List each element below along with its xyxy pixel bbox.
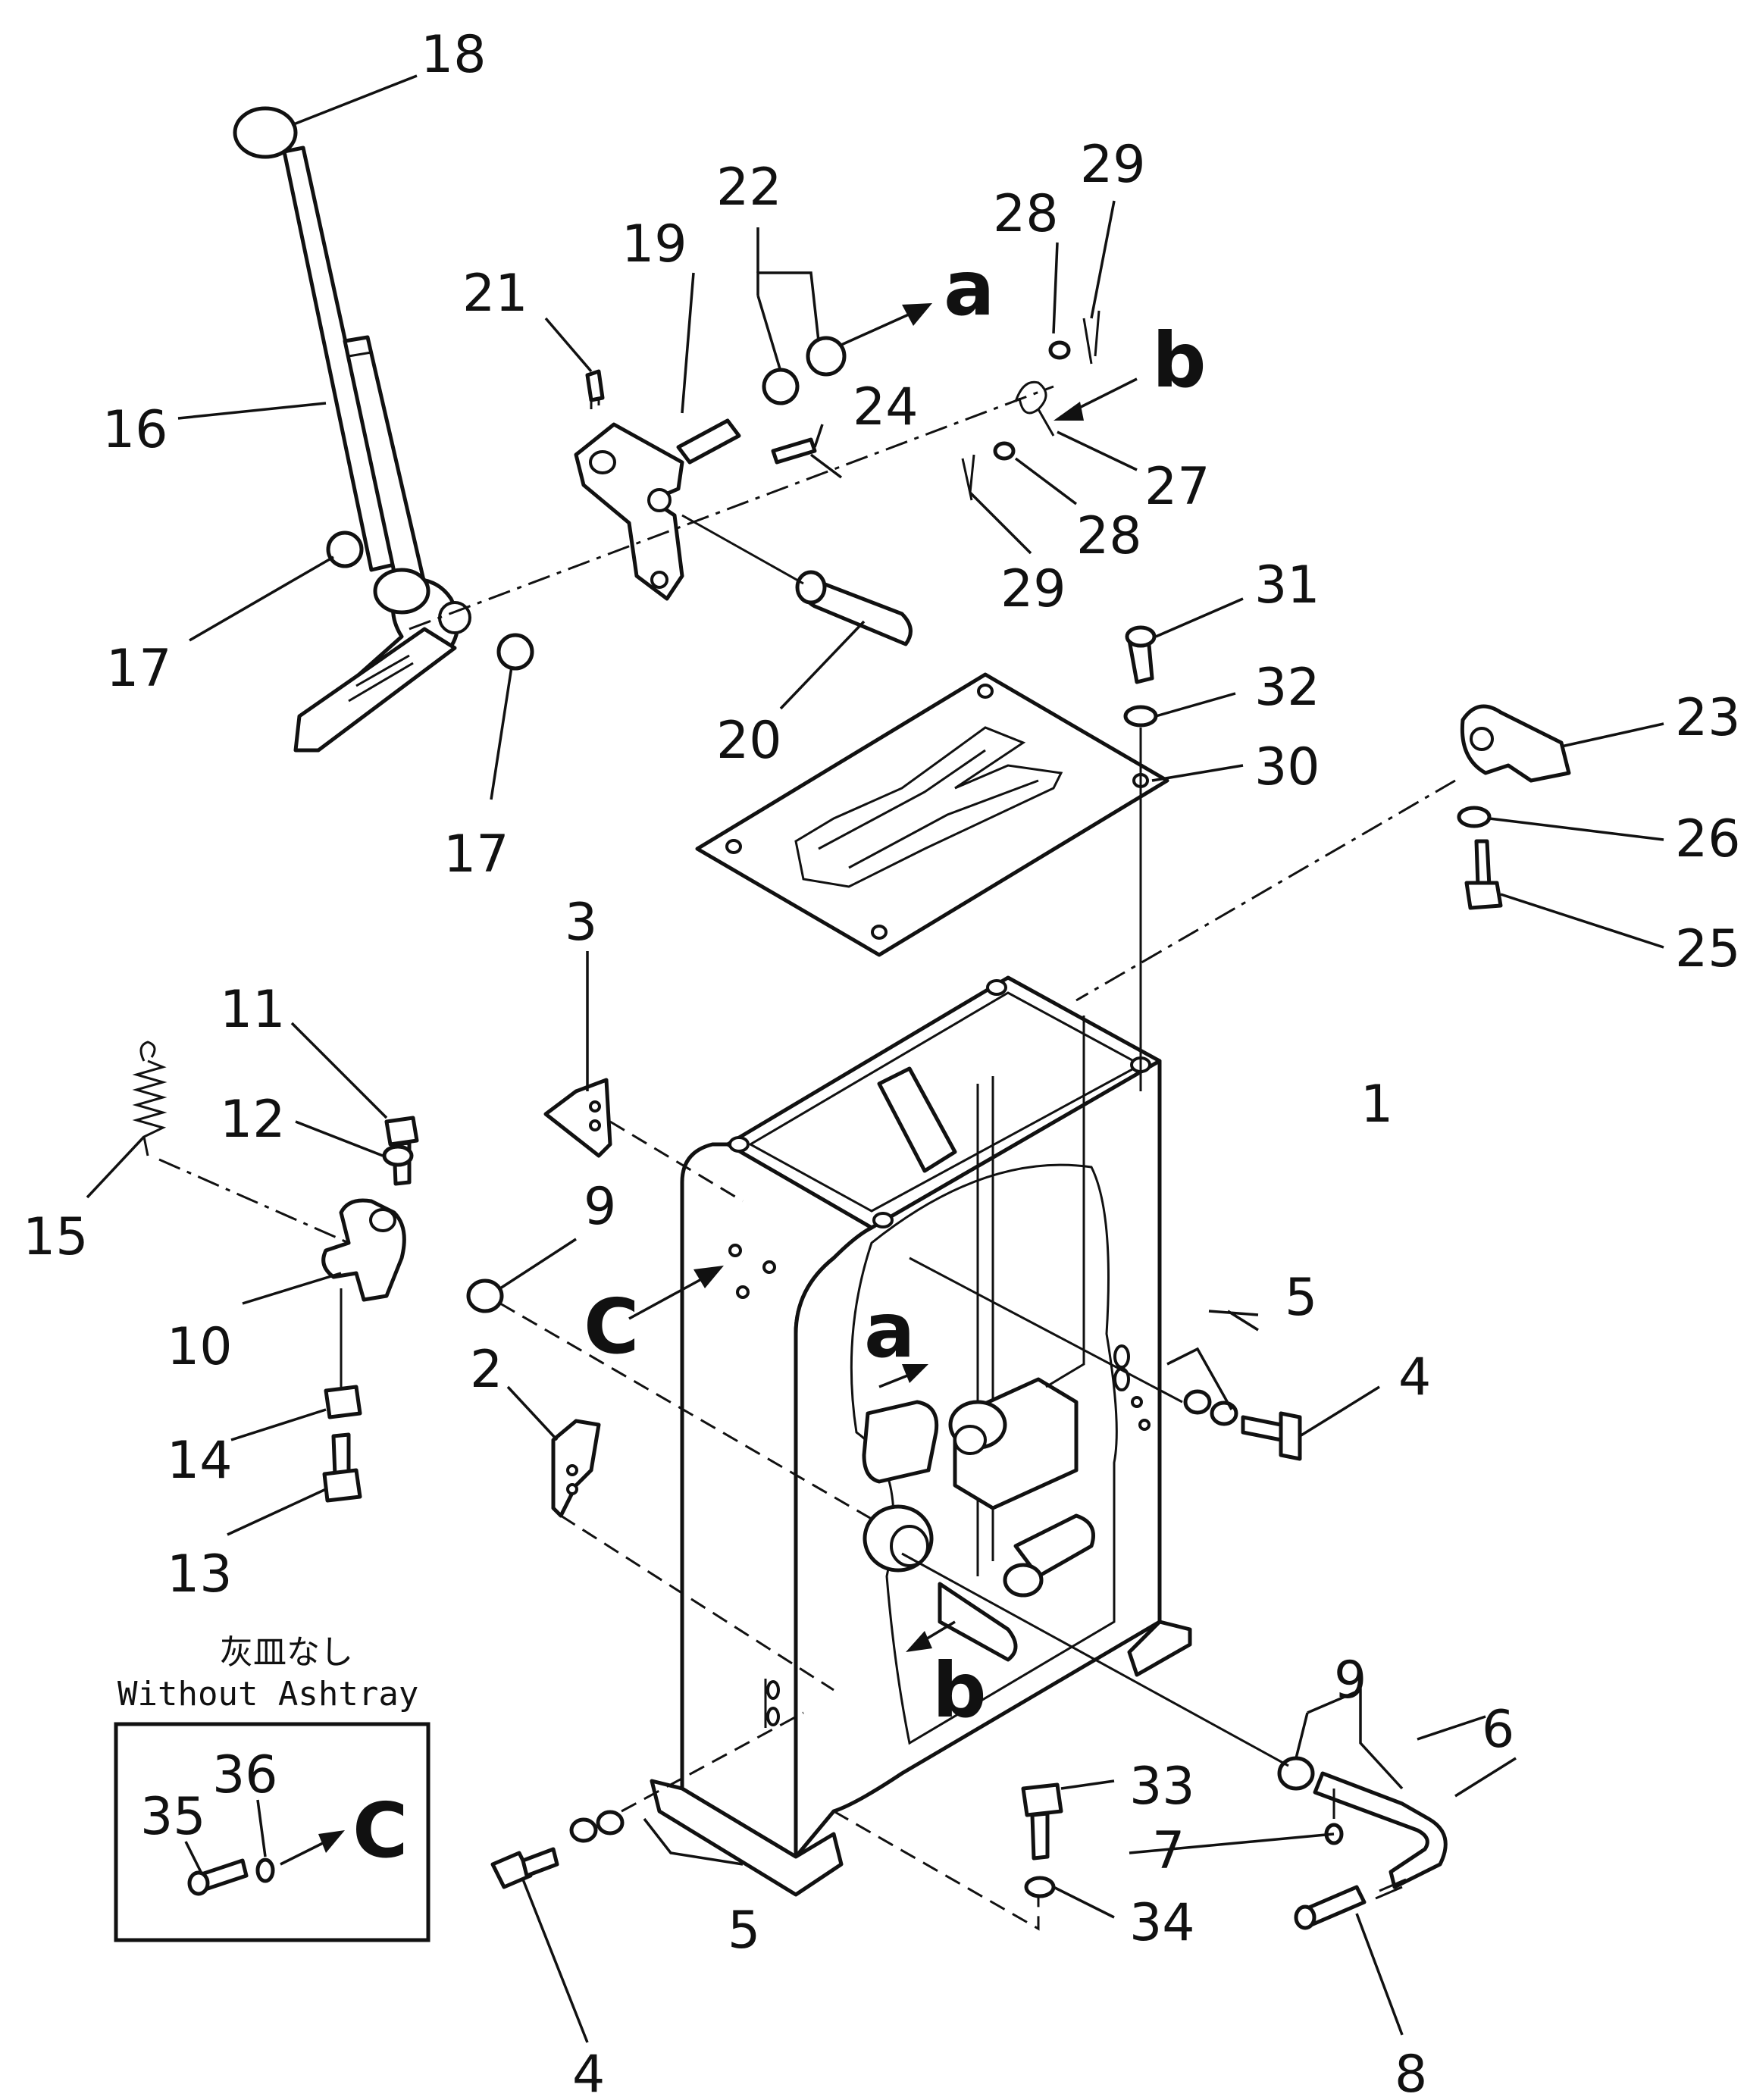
bolt-11 — [384, 1116, 419, 1147]
callout-14: 14 — [167, 1431, 233, 1491]
bolt-25 — [1474, 839, 1492, 889]
callout-25: 25 — [1675, 919, 1741, 979]
callout-10: 10 — [167, 1317, 233, 1377]
gate-plate — [695, 672, 1169, 957]
callout-20: 20 — [716, 711, 782, 771]
view-label-b-top: b — [1152, 316, 1207, 405]
alignment-lines — [158, 385, 1456, 1931]
cotter-29a — [1082, 310, 1100, 365]
callout-3: 3 — [565, 893, 597, 953]
selector-bracket — [574, 380, 741, 601]
view-label-a-frame: a — [864, 1286, 915, 1375]
callout-28b: 28 — [1076, 506, 1142, 566]
callout-8: 8 — [1395, 2045, 1427, 2100]
callout-16: 16 — [102, 400, 168, 460]
lever-knob — [233, 106, 298, 159]
washer-5b — [569, 1817, 598, 1843]
bolt-4a — [1241, 1415, 1283, 1442]
callout-4a: 4 — [1398, 1347, 1431, 1407]
callout-9b: 9 — [1334, 1651, 1367, 1710]
view-arrow-a-top: a — [841, 244, 994, 346]
callout-18: 18 — [421, 25, 487, 85]
bushing-17b — [496, 633, 534, 671]
callout-9a: 9 — [584, 1177, 616, 1237]
callout-27: 27 — [1144, 457, 1210, 517]
washer-28b — [993, 441, 1016, 461]
callout-5b: 5 — [728, 1901, 760, 1961]
view-arrow-c: C — [584, 1266, 724, 1371]
washer-32 — [1123, 705, 1158, 728]
callout-2: 2 — [470, 1340, 502, 1400]
bracket-3 — [543, 1078, 612, 1158]
callout-13: 13 — [167, 1544, 233, 1604]
callout-34: 34 — [1129, 1893, 1195, 1953]
collar-22a — [762, 368, 800, 405]
callout-6: 6 — [1482, 1700, 1514, 1760]
washer-34 — [1024, 1876, 1056, 1898]
washer-26 — [1457, 806, 1492, 828]
callout-33: 33 — [1129, 1757, 1195, 1817]
inset-label-35: 35 — [140, 1787, 206, 1847]
pin-24 — [771, 437, 817, 465]
inset-frame — [114, 1722, 430, 1942]
callout-23: 23 — [1675, 688, 1741, 748]
callout-17a: 17 — [106, 639, 172, 699]
view-label-c: C — [584, 1282, 639, 1371]
callout-26: 26 — [1675, 809, 1741, 869]
callout-12: 12 — [220, 1090, 286, 1150]
control-stand-frame — [650, 975, 1192, 1897]
callout-29a: 29 — [1080, 135, 1146, 195]
inset-view-c: C — [352, 1786, 408, 1875]
washer-28a — [1048, 340, 1071, 360]
callout-30: 30 — [1254, 737, 1320, 797]
view-label-b-frame: b — [932, 1646, 987, 1735]
inset-title-en: Without Ashtray — [117, 1675, 418, 1713]
bushing-9a — [466, 1278, 504, 1313]
collar-22b — [806, 336, 847, 377]
spring-15 — [132, 1041, 167, 1156]
callout-29b: 29 — [1000, 559, 1066, 619]
callout-31: 31 — [1254, 556, 1320, 615]
pin-21 — [585, 369, 605, 402]
washer-12 — [382, 1144, 414, 1167]
washer-5a — [1183, 1389, 1212, 1415]
inset-label-36: 36 — [212, 1745, 278, 1805]
spring-27 — [1014, 380, 1055, 437]
inset-title-jp: 灰皿なし — [220, 1633, 353, 1672]
view-arrow-b-top: b — [1054, 316, 1207, 421]
callout-5a: 5 — [1285, 1268, 1317, 1328]
callout-7: 7 — [1152, 1821, 1185, 1881]
bushing-17a — [326, 530, 364, 568]
callout-15: 15 — [23, 1207, 89, 1267]
bracket-23 — [1460, 704, 1571, 783]
callout-28a: 28 — [993, 184, 1059, 244]
callout-1: 1 — [1360, 1075, 1393, 1135]
view-arrow-a-frame: a — [864, 1286, 928, 1388]
leader-lines — [86, 74, 1664, 2043]
rod-6 — [1313, 1771, 1448, 1889]
callout-24: 24 — [853, 377, 919, 437]
nut-14 — [324, 1385, 362, 1419]
bolt-33 — [1021, 1782, 1063, 1817]
callout-11: 11 — [220, 980, 286, 1040]
inset-washer-36 — [255, 1857, 275, 1883]
callout-17b: 17 — [443, 825, 509, 884]
callout-21: 21 — [462, 264, 528, 324]
view-arrow-b-frame: b — [906, 1620, 987, 1735]
callout-labels: 18 16 17 17 19 21 22 24 20 28 29 27 28 2… — [23, 25, 1741, 2100]
callout-22: 22 — [716, 158, 782, 218]
inset-without-ashtray: 灰皿なし Without Ashtray 35 36 C — [114, 1633, 430, 1942]
view-label-a-top: a — [944, 244, 994, 333]
callout-32: 32 — [1254, 658, 1320, 718]
bolt-13 — [331, 1432, 351, 1478]
shift-lever — [233, 106, 471, 753]
callout-19: 19 — [621, 214, 687, 274]
callout-4b: 4 — [572, 2045, 605, 2100]
